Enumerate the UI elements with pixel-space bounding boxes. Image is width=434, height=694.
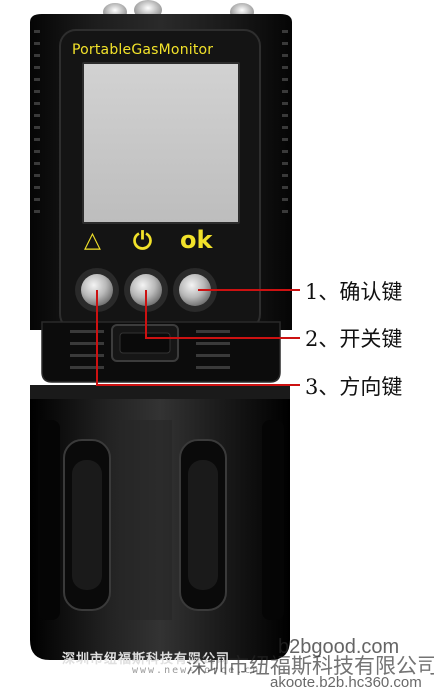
leader-lines (96, 289, 300, 386)
callout-confirm-key: 1、确认键 (305, 280, 403, 304)
callout-power-key: 2、开关键 (305, 327, 403, 351)
side-ridges (34, 30, 288, 213)
watermark-source: akoote.b2b.hc360.com (270, 674, 422, 691)
ok-label: ok (180, 226, 213, 254)
display-screen (82, 62, 240, 224)
power-icon: ⏻ (133, 227, 152, 255)
leader-line-power (145, 290, 300, 339)
up-arrow-icon: △ (84, 228, 101, 253)
device-company-print: 深圳市纽福斯科技有限公司 (62, 651, 231, 666)
buttons-group (75, 268, 217, 312)
band-vents (70, 330, 230, 369)
button-ok[interactable] (179, 274, 211, 306)
watermark-site: b2bgood.com (278, 636, 400, 658)
watermark-company: 深圳市纽福斯科技有限公司 (186, 655, 434, 678)
device-url-print: www.new-force.cn (132, 665, 261, 676)
callout-direction-key: 3、方向键 (305, 375, 403, 399)
device-title: PortableGasMonitor (72, 42, 214, 58)
leader-line-direction (96, 290, 300, 386)
